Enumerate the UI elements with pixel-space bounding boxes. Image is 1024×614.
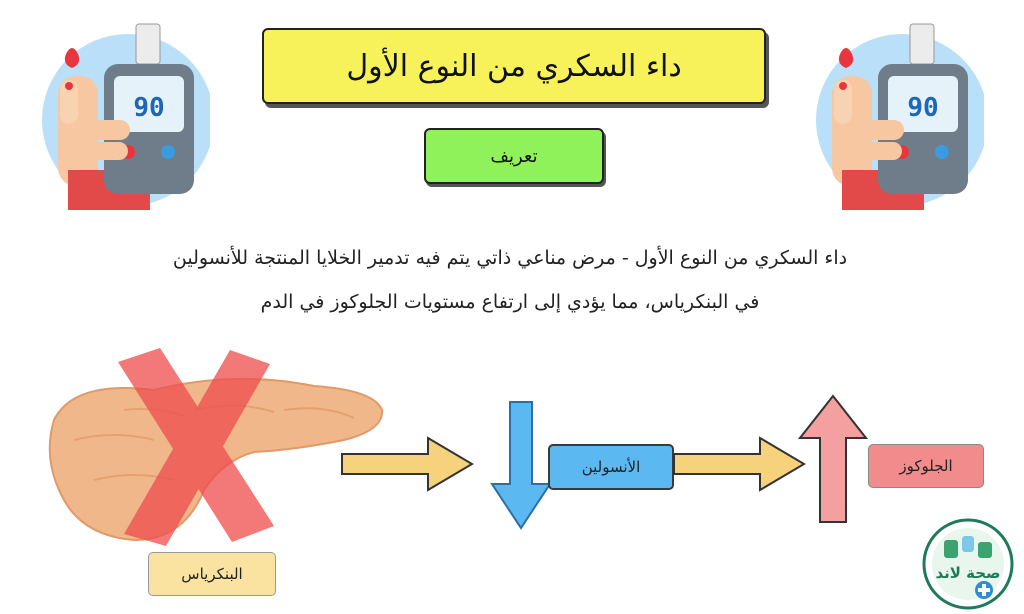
arrow-right-icon	[673, 436, 806, 492]
arrow-up-icon	[798, 394, 868, 523]
arrow-down-icon	[490, 401, 552, 530]
svg-text:صحة لاند: صحة لاند	[935, 564, 1000, 582]
svg-text:90: 90	[907, 93, 938, 123]
glucose-label: الجلوكوز	[868, 444, 984, 488]
cross-mark-icon	[118, 348, 274, 546]
svg-text:90: 90	[133, 93, 164, 123]
arrow-right-icon	[341, 436, 474, 492]
site-logo: صحة لاند	[922, 518, 1014, 610]
glucometer-icon-right: 90	[816, 23, 984, 210]
page-title: داء السكري من النوع الأول	[262, 28, 766, 104]
description-text: داء السكري من النوع الأول - مرض مناعي ذا…	[110, 236, 910, 324]
pancreas-illustration	[48, 348, 384, 546]
insulin-label: الأنسولين	[548, 444, 674, 490]
definition-button[interactable]: تعريف	[424, 128, 604, 184]
blood-drop-icon	[838, 48, 854, 68]
description-line-2: في البنكرياس، مما يؤدي إلى ارتفاع مستويا…	[260, 291, 760, 313]
description-line-1: داء السكري من النوع الأول - مرض مناعي ذا…	[172, 247, 848, 269]
pancreas-label: البنكرياس	[148, 552, 276, 596]
blood-drop-icon	[64, 48, 80, 68]
glucometer-icon-left: 90	[42, 23, 210, 210]
